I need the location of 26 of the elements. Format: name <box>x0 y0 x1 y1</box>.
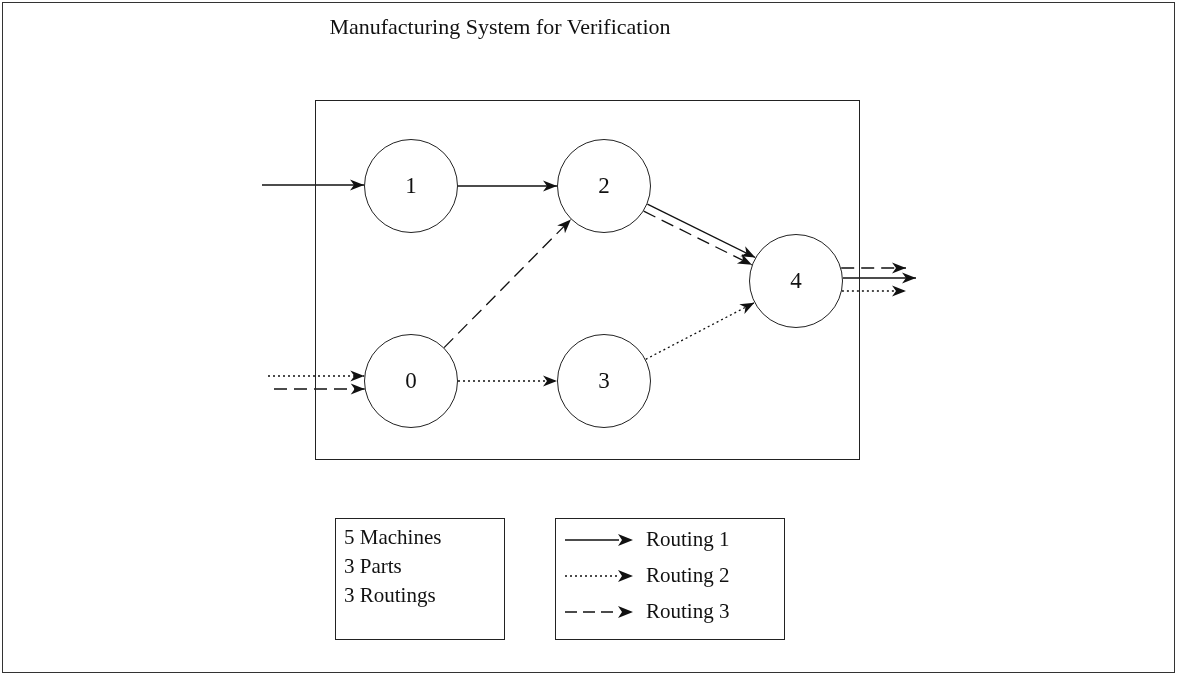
routing-arrow <box>643 210 753 266</box>
routing-arrow <box>645 302 755 360</box>
machine-circle: 2 <box>557 139 651 233</box>
stat-text: 3 Parts <box>344 553 402 580</box>
routing-arrow <box>273 383 366 395</box>
legend-label: Routing 3 <box>646 599 730 624</box>
routing-arrow <box>261 179 365 191</box>
routing-arrow <box>443 218 572 349</box>
routing-arrow <box>842 272 917 284</box>
routing-arrow <box>457 375 558 387</box>
stat-text: 5 Machines <box>344 524 442 551</box>
machine-circle: 0 <box>364 334 458 428</box>
machine-circle: 3 <box>557 334 651 428</box>
machine-circle: 1 <box>364 139 458 233</box>
info-box <box>335 518 505 640</box>
system-boundary-box <box>315 100 860 460</box>
routing-arrow <box>840 262 907 274</box>
legend-label: Routing 2 <box>646 563 730 588</box>
routing-arrow <box>646 203 756 259</box>
routing-arrow <box>457 180 558 192</box>
diagram-title: Manufacturing System for Verification <box>328 14 672 40</box>
machine-circle: 4 <box>749 234 843 328</box>
stat-text: 3 Routings <box>344 582 436 609</box>
legend-label: Routing 1 <box>646 527 730 552</box>
routing-arrow <box>841 285 907 297</box>
routing-arrow <box>267 370 365 382</box>
